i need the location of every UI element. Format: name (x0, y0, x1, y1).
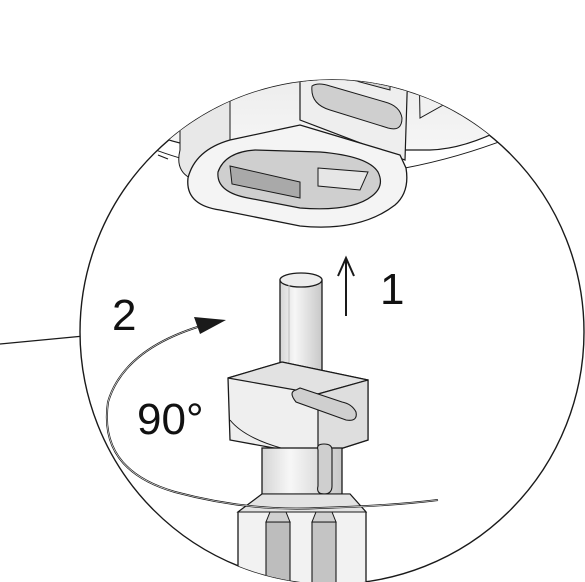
curved-rotate-arrow-icon (105, 317, 439, 510)
arrow-up-icon (337, 255, 355, 316)
step-1-label: 1 (380, 265, 405, 314)
step-2-label: 2 (112, 291, 137, 340)
slotted-block (227, 361, 369, 457)
leader-line (0, 335, 85, 345)
rotation-angle-label: 90° (137, 395, 204, 444)
